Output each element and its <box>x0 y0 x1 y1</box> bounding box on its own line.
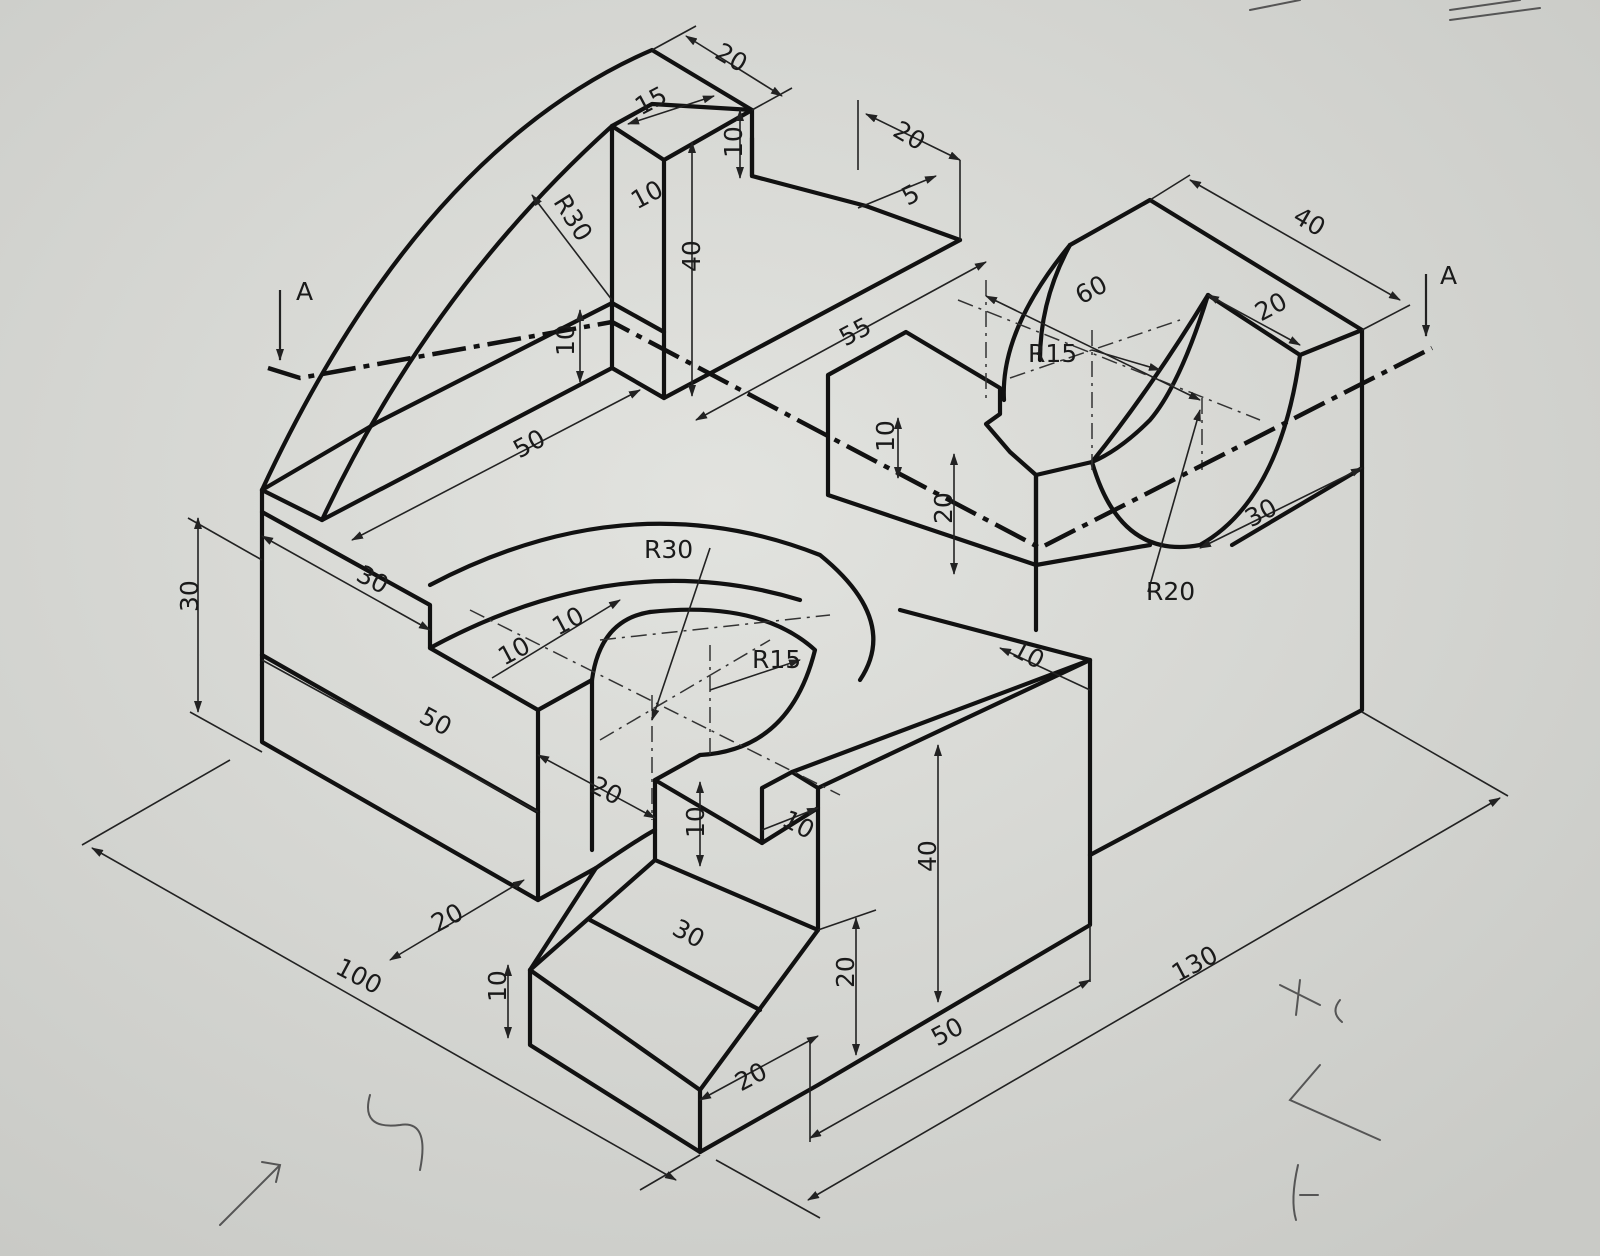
dim-right-height: 40 <box>913 840 942 872</box>
dim-step-20: 20 <box>831 956 860 988</box>
section-arrows <box>276 274 1430 361</box>
cutting-plane-line <box>267 319 1434 551</box>
pencil-marks <box>219 0 1541 1226</box>
dim-arc-radius: R30 <box>644 535 693 564</box>
dim-half-bore-radius: R20 <box>1146 577 1195 606</box>
dim-notch-depth: 10 <box>681 806 710 838</box>
dim-hole-radius: R15 <box>752 645 801 674</box>
dim-half-hole-radius: R15 <box>1028 339 1077 368</box>
dim-top-height: 10 <box>719 126 748 158</box>
dim-step-10: 10 <box>483 970 512 1002</box>
section-mark-right: A <box>1440 261 1457 290</box>
dim-block-rise: 20 <box>929 492 958 524</box>
section-mark-left: A <box>296 277 313 306</box>
dim-block-lip: 10 <box>871 420 900 452</box>
dim-pillar-height: 40 <box>677 240 706 272</box>
dim-base-height: 30 <box>175 580 204 612</box>
dimension-lines <box>81 25 1509 1219</box>
dim-wall-height: 10 <box>551 324 580 356</box>
